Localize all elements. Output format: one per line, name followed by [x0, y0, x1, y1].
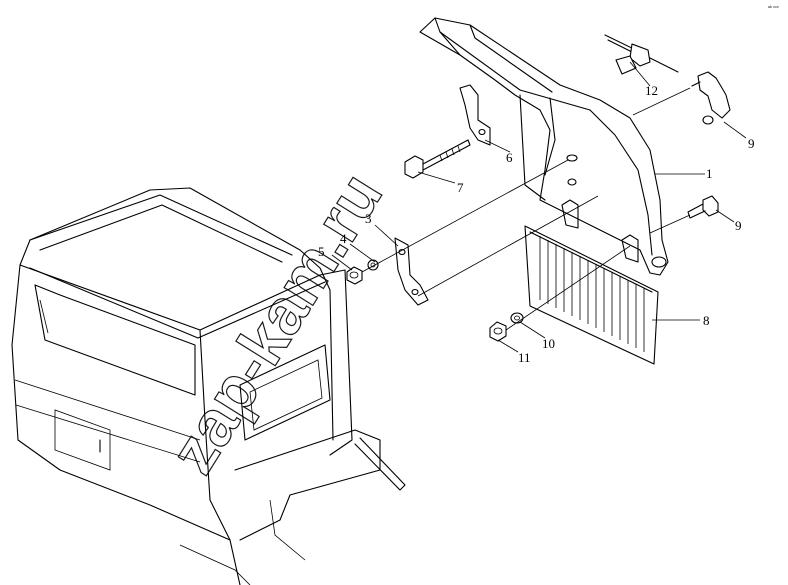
callout-4: 4	[340, 231, 347, 246]
leader-lines	[331, 61, 747, 353]
callout-3: 3	[365, 211, 372, 226]
mud-flap-8	[524, 225, 659, 365]
callout-1: 1	[706, 166, 713, 181]
corner-code: ᵃᵇ ᵒᵒᵒ	[768, 5, 779, 11]
bracket-3	[394, 237, 429, 306]
washer-4	[367, 259, 379, 271]
bolt-7	[404, 139, 471, 179]
callout-9-upper: 9	[748, 136, 755, 151]
callout-8: 8	[703, 313, 710, 328]
truck-cab	[11, 187, 406, 585]
callout-9-lower: 9	[735, 218, 742, 233]
callout-6: 6	[506, 150, 513, 165]
callout-10: 10	[542, 336, 555, 351]
bracket-6	[459, 84, 491, 146]
connector-12	[604, 34, 679, 75]
washer-10	[510, 312, 524, 324]
nut-11	[489, 321, 507, 342]
nut-5	[346, 266, 363, 285]
callout-5: 5	[318, 244, 325, 259]
callout-12: 12	[645, 83, 658, 98]
bolt-9-upper	[691, 71, 731, 125]
callout-labels: 1 3 4 5 6 7 8 9 9 10 11 12	[318, 83, 755, 365]
callout-11: 11	[518, 350, 531, 365]
assembly-axes	[361, 159, 631, 331]
fender-1	[419, 17, 669, 276]
bolt-9-lower	[687, 195, 719, 219]
callout-7: 7	[457, 180, 464, 195]
